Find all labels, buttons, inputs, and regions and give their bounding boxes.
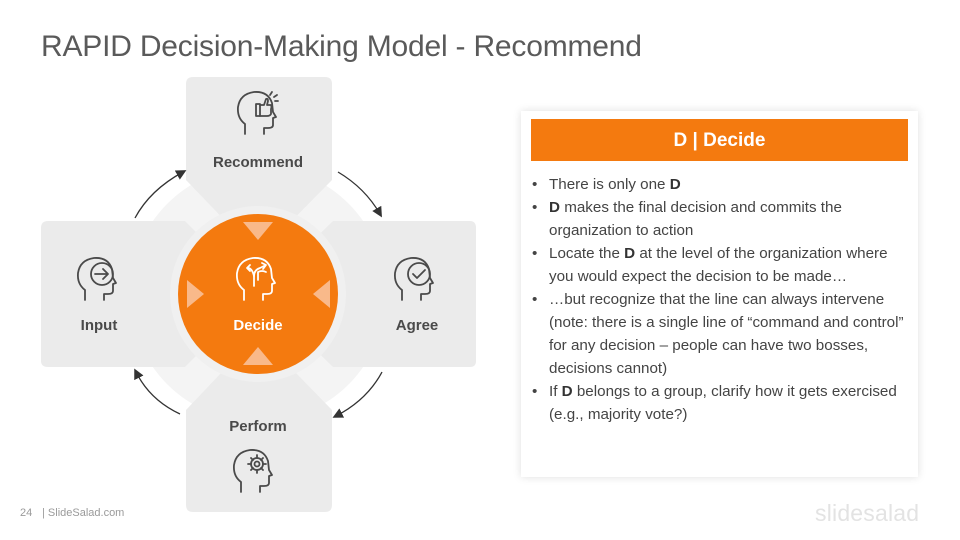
bullet-item: Locate the D at the level of the organiz… xyxy=(532,242,909,288)
node-perform[interactable] xyxy=(186,334,332,512)
footer-site: | SlideSalad.com xyxy=(42,507,125,519)
arrow-input-to-recommend xyxy=(134,170,187,219)
bullet-bold-text: D xyxy=(561,383,573,400)
rapid-diagram: Recommend Agree Perform Input Decide xyxy=(41,77,476,512)
bullet-text: makes the final decision and commits the… xyxy=(549,199,842,239)
bullet-text: Locate the xyxy=(549,245,625,262)
center-decide-circle[interactable] xyxy=(178,214,338,374)
center-label-decide: Decide xyxy=(233,317,282,334)
bullet-text: If xyxy=(549,383,562,400)
arrow-recommend-to-agree xyxy=(337,171,382,218)
triangle-bottom xyxy=(243,347,273,365)
bullet-item: There is only one D xyxy=(532,173,909,196)
slide-title: RAPID Decision-Making Model - Recommend xyxy=(41,30,642,63)
card-header: D | Decide xyxy=(531,119,908,161)
bullet-text: …but recognize that the line can always … xyxy=(549,291,904,377)
node-label-perform: Perform xyxy=(229,418,287,435)
bullet-text: at the level of the organization where y… xyxy=(549,245,888,285)
bullet-list: There is only one DD makes the final dec… xyxy=(532,173,909,426)
triangle-right xyxy=(313,280,330,308)
input-arrow-head-icon xyxy=(76,257,117,301)
thumbs-up-head-icon xyxy=(236,91,279,135)
triangle-left xyxy=(187,280,204,308)
node-label-recommend: Recommend xyxy=(213,154,303,171)
bullet-bold-text: D xyxy=(624,245,636,262)
bullet-text: belongs to a group, clarify how it gets … xyxy=(549,383,897,423)
decide-info-card: D | Decide There is only one DD makes th… xyxy=(521,111,918,477)
bullet-item: If D belongs to a group, clarify how it … xyxy=(532,380,909,426)
node-recommend[interactable] xyxy=(186,77,332,255)
bullet-text: There is only one xyxy=(549,176,670,193)
gear-head-icon xyxy=(232,449,273,493)
node-label-agree: Agree xyxy=(396,317,439,334)
arrow-perform-to-input xyxy=(134,368,181,415)
decision-arrows-head-icon xyxy=(235,257,276,301)
bullet-item: …but recognize that the line can always … xyxy=(532,288,909,380)
bullet-item: D makes the final decision and commits t… xyxy=(532,196,909,242)
node-label-input: Input xyxy=(81,317,118,334)
slidesalad-logo: slidesalad xyxy=(815,500,920,526)
arrow-agree-to-perform xyxy=(332,371,383,418)
bullet-bold-text: D xyxy=(669,176,681,193)
check-head-icon xyxy=(393,257,434,301)
page-number: 24 xyxy=(20,507,33,519)
triangle-top xyxy=(243,222,273,240)
bullet-bold-text: D xyxy=(549,199,560,216)
